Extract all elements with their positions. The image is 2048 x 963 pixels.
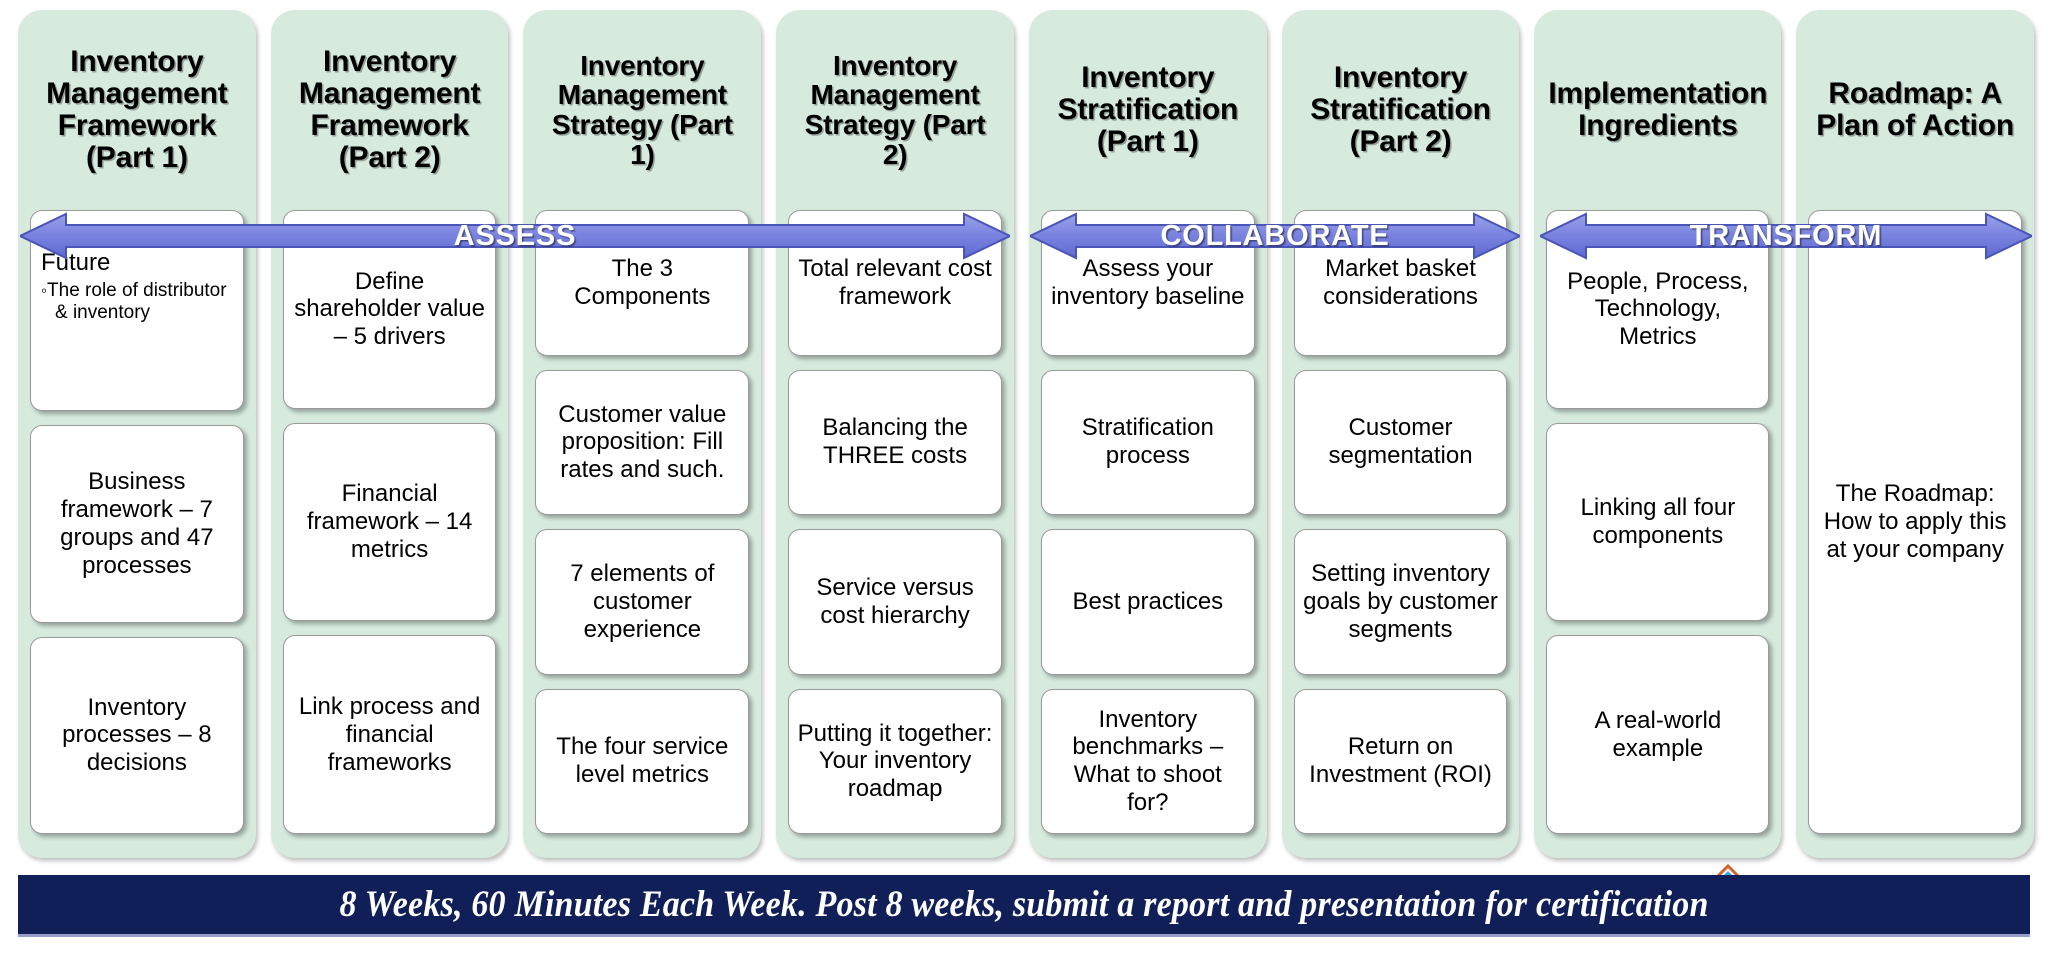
card-headline: Inventory processes – 8 decisions [62, 693, 212, 777]
card[interactable]: Assess your inventory baseline [1040, 210, 1255, 356]
card[interactable]: Market basket considerations [1293, 210, 1508, 356]
card-headline: Market basket considerations [1323, 254, 1478, 310]
card[interactable]: Customer value proposition: Fill rates a… [535, 369, 750, 515]
column-inventory-management-strategy-part-1[interactable]: Inventory Management Strategy (Part 1) T… [523, 10, 762, 858]
card-list: Assess your inventory baseline Stratific… [1040, 210, 1255, 858]
column-title: Inventory Management Framework (Part 2) [298, 45, 481, 174]
column-title: Roadmap: A Plan of Action [1816, 77, 2015, 142]
card[interactable]: Linking all four components [1546, 422, 1770, 622]
card-headline: A real-world example [1594, 706, 1722, 762]
card-list: Define shareholder value – 5 drivers Fin… [282, 210, 497, 858]
card-content: Past – Present – Future ◦The role of dis… [41, 221, 235, 324]
card-headline: Balancing the THREE costs [822, 414, 968, 470]
card-headline: Financial framework – 14 metrics [306, 480, 473, 563]
card-headline: The Roadmap: How to apply this at your c… [1823, 480, 2007, 563]
card-headline: Business framework – 7 groups and 47 pro… [60, 468, 214, 579]
column-inventory-management-framework-part-1[interactable]: Inventory Management Framework (Part 1) … [18, 10, 256, 858]
card[interactable]: Define shareholder value – 5 drivers [282, 210, 497, 409]
card[interactable]: The Roadmap: How to apply this at your c… [1808, 210, 2023, 834]
card-headline: Linking all four components [1580, 494, 1736, 549]
card-headline: Putting it together: Your inventory road… [797, 719, 993, 803]
card-headline: The 3 Components [574, 254, 711, 310]
card[interactable]: Best practices [1040, 529, 1255, 675]
card-bullet-text: The role of distributor & inventory [47, 280, 227, 323]
column-inventory-management-framework-part-2[interactable]: Inventory Management Framework (Part 2) … [270, 10, 509, 858]
card-list: The 3 Components Customer value proposit… [535, 210, 750, 858]
card[interactable]: People, Process, Technology, Metrics [1546, 210, 1770, 409]
card[interactable]: Service versus cost hierarchy [788, 529, 1002, 675]
card-headline: People, Process, Technology, Metrics [1567, 267, 1749, 351]
column-roadmap-plan-of-action[interactable]: Roadmap: A Plan of Action The Roadmap: H… [1796, 10, 2035, 858]
card-list: The Roadmap: How to apply this at your c… [1808, 210, 2023, 858]
footer-banner-text: 8 Weeks, 60 Minutes Each Week. Post 8 we… [339, 884, 1709, 925]
card-headline: Customer segmentation [1328, 414, 1473, 470]
card[interactable]: Business framework – 7 groups and 47 pro… [30, 425, 244, 623]
columns-container: Inventory Management Framework (Part 1) … [18, 10, 2035, 858]
card-headline: Stratification process [1081, 414, 1214, 470]
card[interactable]: Inventory processes – 8 decisions [30, 636, 244, 834]
column-implementation-ingredients[interactable]: Implementation Ingredients People, Proce… [1534, 10, 1782, 858]
card[interactable]: Past – Present – Future ◦The role of dis… [30, 210, 244, 412]
footer-banner: 8 Weeks, 60 Minutes Each Week. Post 8 we… [18, 875, 2030, 937]
card-headline: Link process and financial frameworks [298, 692, 481, 776]
card-headline: Inventory benchmarks – What to shoot for… [1072, 705, 1224, 817]
card-headline: Past – Present – Future [41, 221, 219, 276]
card[interactable]: Inventory benchmarks – What to shoot for… [1040, 688, 1255, 834]
card[interactable]: Stratification process [1040, 369, 1255, 515]
card[interactable]: Link process and financial frameworks [282, 635, 497, 835]
column-inventory-stratification-part-1[interactable]: Inventory Stratification (Part 1) Assess… [1028, 10, 1267, 858]
card-headline: 7 elements of customer experience [570, 560, 715, 643]
column-title: Inventory Management Strategy (Part 2) [804, 49, 986, 170]
column-inventory-stratification-part-2[interactable]: Inventory Stratification (Part 2) Market… [1281, 10, 1520, 858]
card[interactable]: 7 elements of customer experience [535, 529, 750, 675]
card-bullet: ◦The role of distributor & inventory [41, 280, 235, 323]
card[interactable]: The four service level metrics [535, 688, 750, 834]
column-title: Inventory Management Strategy (Part 1) [551, 49, 733, 170]
card[interactable]: Balancing the THREE costs [788, 369, 1002, 515]
card-list: Past – Present – Future ◦The role of dis… [30, 210, 244, 858]
card[interactable]: Return on Investment (ROI) [1293, 688, 1508, 834]
card[interactable]: Financial framework – 14 metrics [282, 422, 497, 622]
card-headline: Total relevant cost framework [798, 254, 992, 310]
card-headline: Return on Investment (ROI) [1309, 733, 1492, 789]
hollow-bullet-icon: ◦ [41, 281, 48, 301]
card-headline: Best practices [1072, 587, 1224, 615]
card[interactable]: Putting it together: Your inventory road… [788, 688, 1002, 834]
card[interactable]: Customer segmentation [1293, 369, 1508, 515]
card[interactable]: A real-world example [1546, 635, 1770, 835]
card-headline: Define shareholder value – 5 drivers [294, 267, 485, 351]
card-headline: Assess your inventory baseline [1051, 254, 1245, 310]
card[interactable]: Setting inventory goals by customer segm… [1293, 529, 1508, 675]
column-title: Inventory Management Framework (Part 1) [46, 45, 228, 174]
card-list: People, Process, Technology, Metrics Lin… [1546, 210, 1770, 858]
column-title: Inventory Stratification (Part 2) [1310, 61, 1491, 158]
card[interactable]: The 3 Components [535, 210, 750, 356]
card-headline: The four service level metrics [556, 733, 729, 789]
column-inventory-management-strategy-part-2[interactable]: Inventory Management Strategy (Part 2) T… [776, 10, 1014, 858]
card[interactable]: Total relevant cost framework [788, 210, 1002, 356]
card-headline: Customer value proposition: Fill rates a… [558, 400, 727, 484]
column-title: Implementation Ingredients [1548, 77, 1768, 142]
card-headline: Service versus cost hierarchy [816, 573, 974, 629]
card-list: Total relevant cost framework Balancing … [788, 210, 1002, 858]
card-headline: Setting inventory goals by customer segm… [1303, 560, 1498, 643]
card-list: Market basket considerations Customer se… [1293, 210, 1508, 858]
column-title: Inventory Stratification (Part 1) [1057, 61, 1239, 158]
